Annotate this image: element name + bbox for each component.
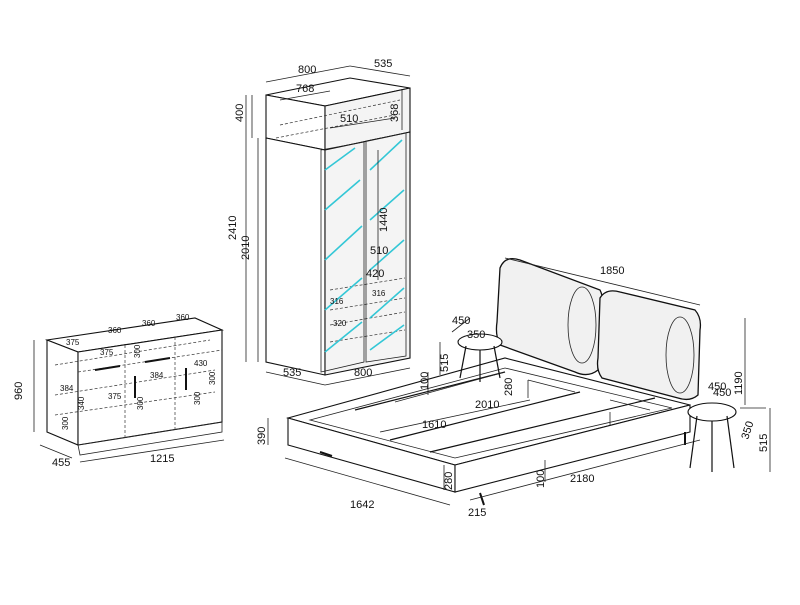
wardrobe-drawer-left-label: 316 bbox=[330, 297, 344, 306]
bed-leg-label: 215 bbox=[468, 507, 486, 519]
nightstand-left bbox=[439, 317, 503, 382]
nightstand-right-top bbox=[687, 402, 737, 422]
nightstand-right-diameter-label: 450 bbox=[713, 387, 731, 399]
dresser-small-label-2: 360 bbox=[142, 319, 156, 328]
dresser-small-label-1: 360 bbox=[108, 326, 122, 335]
dresser-small-label-11: 300 bbox=[208, 371, 217, 385]
dresser-small-label-8: 300 bbox=[61, 416, 70, 430]
dresser-small-label-15: 340 bbox=[77, 396, 86, 410]
headboard-cushion-left bbox=[495, 257, 604, 376]
dresser-width-label: 1215 bbox=[150, 453, 174, 465]
bed-frame-front-right bbox=[454, 404, 691, 493]
dresser-small-label-5: 375 bbox=[100, 348, 114, 357]
bed-inner-height-label: 280 bbox=[503, 378, 515, 396]
dresser-small-label-14: 375 bbox=[108, 392, 122, 401]
bed-slat-top-label: 100 bbox=[419, 372, 431, 390]
bed bbox=[267, 257, 746, 506]
bed-side-gap-label: 450 bbox=[708, 381, 726, 393]
dresser-small-label-3: 360 bbox=[176, 313, 190, 322]
wardrobe-width-bottom-label: 800 bbox=[354, 367, 372, 379]
bed-mattress-width-label: 1610 bbox=[422, 419, 446, 431]
wardrobe-depth-bottom-label: 535 bbox=[283, 367, 301, 379]
wardrobe-rail-height-label: 420 bbox=[366, 268, 384, 280]
wardrobe-drawer-small-label: 320 bbox=[333, 319, 347, 328]
bed-mattress-length-label: 2010 bbox=[475, 399, 499, 411]
dresser-small-label-10: 300 bbox=[193, 391, 202, 405]
wardrobe-body-front bbox=[265, 137, 326, 376]
dresser-small-label-6: 384 bbox=[60, 384, 74, 393]
bed-headboard-width-label: 1850 bbox=[600, 265, 624, 277]
nightstand-right bbox=[687, 402, 771, 472]
wardrobe-total-height-label: 2410 bbox=[227, 216, 239, 240]
wardrobe-body-side bbox=[324, 131, 411, 376]
bed-frame-width-label: 1642 bbox=[350, 499, 374, 511]
wardrobe-body-height-label: 2010 bbox=[240, 236, 252, 260]
dresser-small-label-7: 430 bbox=[194, 359, 208, 368]
dresser-small-label-4: 375 bbox=[66, 338, 80, 347]
nightstand-left-height-label: 515 bbox=[439, 354, 451, 372]
headboard-cushion-right bbox=[596, 290, 702, 401]
wardrobe bbox=[245, 65, 411, 386]
bed-front-height-label: 280 bbox=[443, 472, 455, 490]
wardrobe-mirror-height-label: 1440 bbox=[378, 208, 390, 232]
nightstand-left-diameter-label: 450 bbox=[452, 315, 470, 327]
nightstand-left-seat-label: 350 bbox=[467, 329, 485, 341]
wardrobe-depth-top-label: 535 bbox=[374, 58, 392, 70]
wardrobe-width-top-label: 800 bbox=[298, 64, 316, 76]
wardrobe-upper-height-label: 400 bbox=[234, 104, 246, 122]
wardrobe-inner-width-label: 768 bbox=[296, 83, 314, 95]
dresser-depth-label: 455 bbox=[52, 457, 70, 469]
dresser-small-label-13: 384 bbox=[150, 371, 164, 380]
dresser-small-label-9: 300 bbox=[136, 396, 145, 410]
bed-headboard-height-label: 1190 bbox=[733, 371, 745, 395]
nightstand-right-height-label: 515 bbox=[758, 434, 770, 452]
wardrobe-drawer-right-label: 316 bbox=[372, 289, 386, 298]
dresser-small-label-12: 300 bbox=[133, 344, 142, 358]
wardrobe-top-height-label: 368 bbox=[389, 104, 401, 122]
dresser-height-label: 960 bbox=[13, 382, 25, 400]
bed-side-height-label: 390 bbox=[256, 427, 268, 445]
bed-length-label: 2180 bbox=[570, 473, 594, 485]
nightstand-right-seat-label: 350 bbox=[739, 420, 756, 441]
dresser bbox=[33, 317, 225, 463]
wardrobe-inner-width2-label: 510 bbox=[370, 245, 388, 257]
wardrobe-mirror-doors bbox=[320, 132, 407, 373]
bed-slat-bottom-label: 100 bbox=[535, 470, 547, 488]
wardrobe-shelf-width-label: 510 bbox=[340, 113, 358, 125]
